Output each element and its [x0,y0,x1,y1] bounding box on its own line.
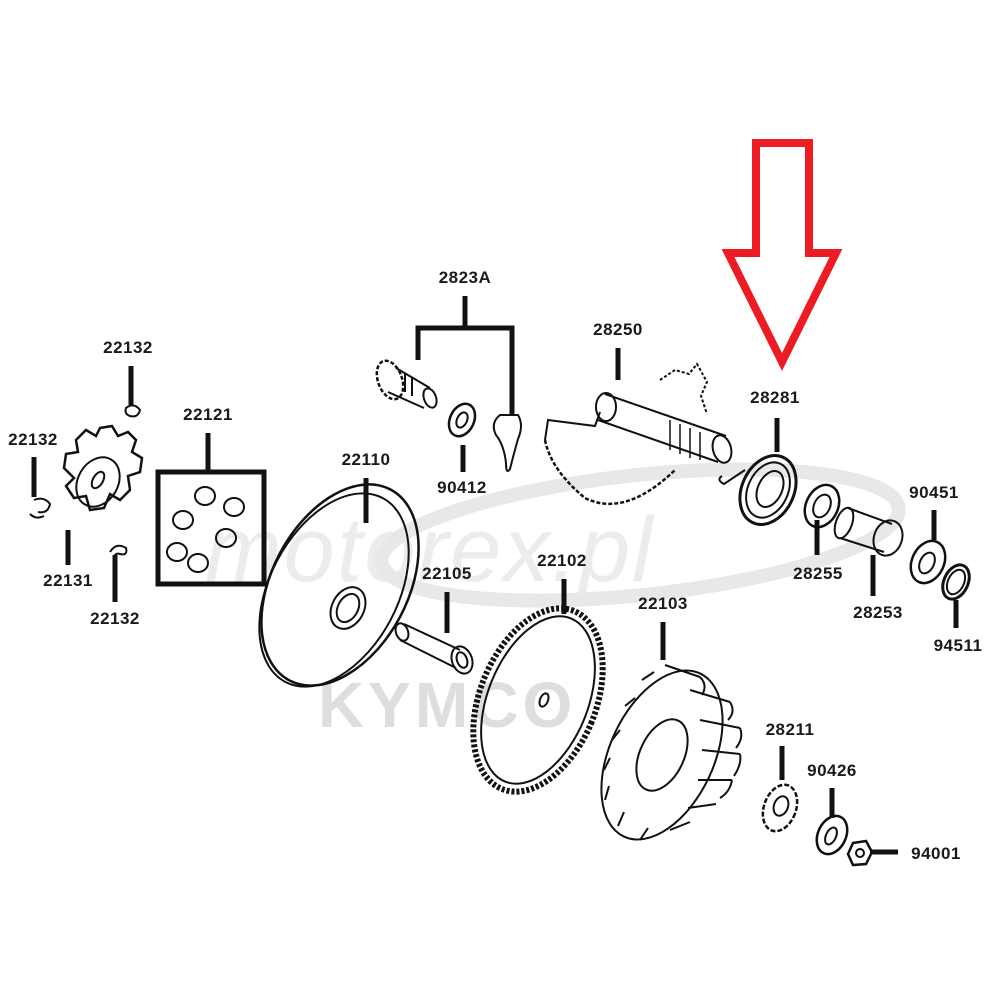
clip-icon [29,497,52,519]
part-label-22121[interactable]: 22121 [183,405,233,424]
collar-icon [394,622,474,675]
cooling-fan-icon [600,664,743,841]
drive-face-gear-icon [470,605,606,795]
part-label-94511[interactable]: 94511 [933,636,983,655]
part-label-2823A[interactable]: 2823A [438,268,492,287]
part-label-90451[interactable]: 90451 [909,483,959,502]
highlight-arrow-icon [721,139,843,372]
part-label-22102[interactable]: 22102 [537,551,587,570]
drive-face-movable-icon [258,483,420,688]
ramp-plate-icon [62,424,144,512]
part-label-22132-top[interactable]: 22132 [103,338,153,357]
part-label-22132-bottom[interactable]: 22132 [90,609,140,628]
kick-starter-spindle-icon [543,362,733,506]
nut-icon [846,839,874,867]
part-label-90426[interactable]: 90426 [807,761,857,780]
clip-icon [124,404,142,418]
part-label-28255[interactable]: 28255 [793,564,843,583]
part-label-28211[interactable]: 28211 [765,720,815,739]
part-label-94001[interactable]: 94001 [911,844,961,863]
circlip-icon [941,563,971,601]
part-label-22105[interactable]: 22105 [422,564,472,583]
part-label-22132-left[interactable]: 22132 [8,430,58,449]
part-label-22131[interactable]: 22131 [43,571,93,590]
washer-icon [815,814,849,856]
roller-weight-icon [166,486,245,573]
watermark-logo-icon [374,462,906,608]
part-label-22103[interactable]: 22103 [638,594,688,613]
washer-icon [909,539,947,585]
roller-weight-box [155,469,267,587]
bushing-icon [833,506,904,557]
pinion-gear-icon [375,359,522,472]
washer-icon [803,483,841,529]
ratchet-icon [761,783,799,833]
kick-starter-spring-icon [718,454,798,526]
part-label-28253[interactable]: 28253 [853,603,903,622]
bracket-2823A [415,325,515,415]
part-label-28281[interactable]: 28281 [750,388,800,407]
part-label-90412[interactable]: 90412 [437,478,487,497]
part-label-22110[interactable]: 22110 [341,450,391,469]
part-label-28250[interactable]: 28250 [593,320,643,339]
clip-icon [109,544,128,561]
